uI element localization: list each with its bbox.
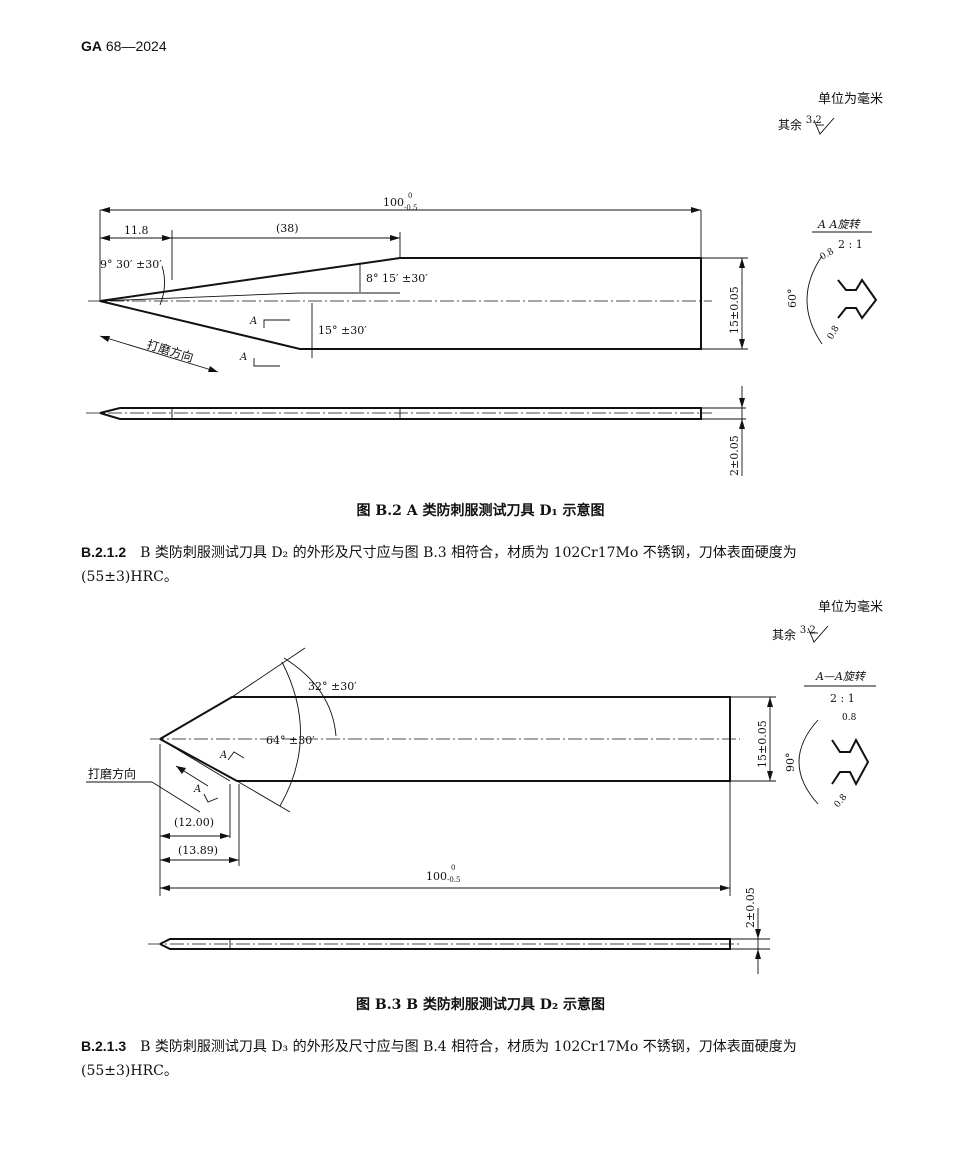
dim-width-b3: 15±0.05	[756, 720, 769, 768]
dim-11-8: 11.8	[124, 224, 149, 237]
grind-label-b3: 打磨方向	[88, 766, 136, 781]
grind-label-b2: 打磨方向	[145, 337, 195, 365]
section-scale-b3: 2 : 1	[830, 692, 855, 705]
tol-lower-b3: -0.5	[447, 876, 461, 884]
roughness-symbol-icon	[807, 626, 829, 643]
section-mark-a-top: A	[219, 750, 227, 761]
roughness-note-b3: 其余 3.2	[772, 625, 816, 643]
unit-note-b2: 单位为毫米	[817, 92, 883, 107]
dim-38: (38)	[276, 222, 299, 235]
angle-64: 64° ±30′	[266, 734, 315, 747]
dim-12: (12.00)	[174, 816, 214, 829]
dim-13-89: (13.89)	[178, 844, 218, 857]
unit-note-b3: 单位为毫米	[817, 600, 883, 615]
section-rough-top-b2: 0.8	[819, 247, 837, 263]
section-rough-bottom-b2: 0.8	[826, 324, 842, 342]
tol-upper-b2: 0	[408, 192, 412, 200]
figure-b3-drawing: 32° ±30′ 64° ±30′ A A 打磨方向 (12.00) (13.8…	[86, 647, 876, 974]
section-rough-bottom-b3: 0.8	[833, 792, 850, 810]
angle-8-15: 8° 15′ ±30′	[366, 272, 428, 285]
paragraph-index: B.2.1.3	[81, 1038, 127, 1054]
section-title-b2: A A旋转	[817, 218, 861, 231]
paragraph-index: B.2.1.2	[81, 544, 127, 560]
dim-width-b2: 15±0.05	[728, 286, 741, 334]
section-angle-b2: 60°	[786, 289, 799, 309]
paragraph-text: B 类防刺服测试刀具 D₃ 的外形及尺寸应与图 B.4 相符合，材质为 102C…	[81, 1039, 797, 1079]
standard-header: GA 68—2024	[81, 38, 167, 54]
roughness-prefix: 其余	[778, 118, 803, 132]
roughness-prefix: 其余	[772, 628, 797, 642]
dim-thickness-b3: 2±0.05	[744, 887, 757, 928]
section-scale-b2: 2 : 1	[838, 238, 863, 251]
roughness-symbol-icon	[813, 118, 835, 135]
tol-upper-b3: 0	[451, 864, 455, 872]
dim-thickness-b2: 2±0.05	[728, 435, 741, 476]
section-mark-a-top: A	[249, 316, 257, 327]
tol-lower-b2: -0.5	[404, 204, 418, 212]
paragraph-text: B 类防刺服测试刀具 D₂ 的外形及尺寸应与图 B.3 相符合，材质为 102C…	[81, 545, 797, 585]
dim-length-b3: 100	[426, 870, 447, 883]
roughness-value: 3.2	[799, 625, 816, 636]
section-rough-top-b3: 0.8	[842, 713, 857, 723]
section-mark-a-bottom: A	[193, 784, 201, 795]
standard-number: 68—2024	[105, 38, 167, 54]
section-mark-a-bottom: A	[239, 352, 247, 363]
standard-code: GA	[81, 38, 102, 54]
caption-b3: 图 B.3 B 类防刺服测试刀具 D₂ 示意图	[356, 997, 605, 1013]
caption-b2: 图 B.2 A 类防刺服测试刀具 D₁ 示意图	[356, 503, 605, 519]
angle-9-30: 9° 30′ ±30′	[100, 258, 162, 271]
section-title-b3: A—A旋转	[815, 670, 867, 683]
dim-length-b2: 100	[383, 196, 404, 209]
section-angle-b3: 90°	[784, 753, 797, 773]
figure-b2-drawing: 100 0 -0.5 11.8 (38) 9° 30′ ±30′ 8° 15′ …	[86, 192, 878, 476]
angle-32: 32° ±30′	[308, 680, 357, 693]
angle-15: 15° ±30′	[318, 324, 367, 337]
